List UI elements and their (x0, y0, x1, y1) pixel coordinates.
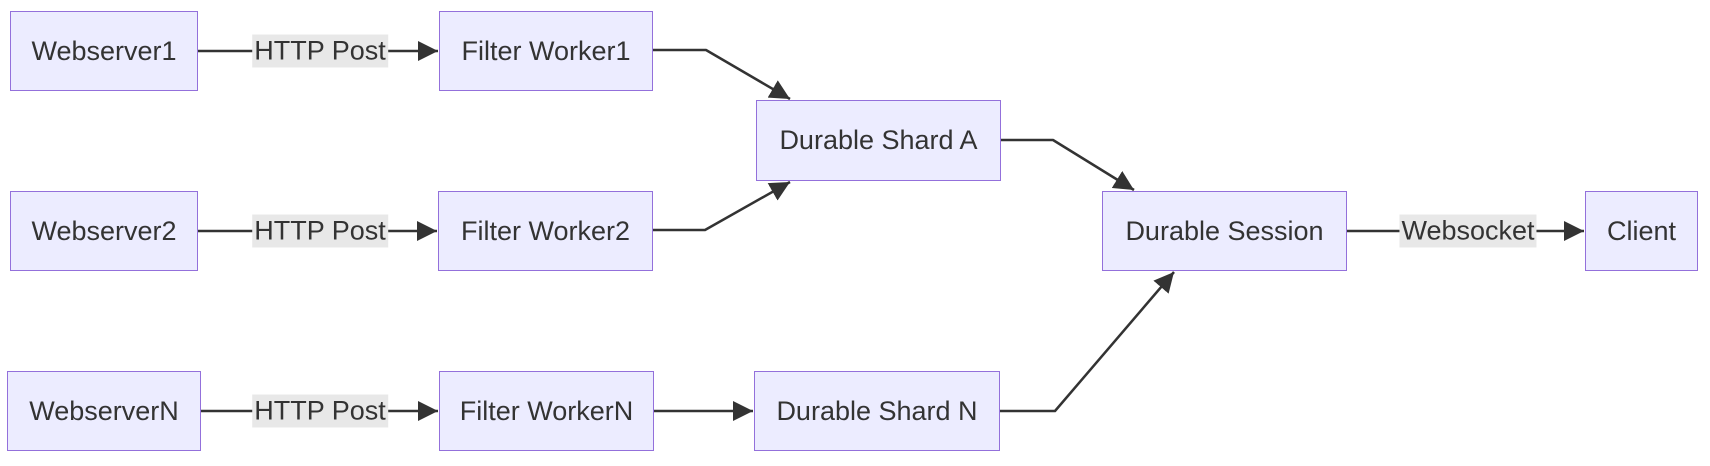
node-durable-shard-a: Durable Shard A (756, 100, 1001, 181)
edge-label-http-post-1: HTTP Post (252, 34, 388, 68)
node-filter-worker2: Filter Worker2 (438, 191, 653, 271)
edge-label-http-post-2: HTTP Post (252, 214, 388, 248)
edge-filter-worker1-durable-shard-a (653, 48, 791, 101)
node-client: Client (1585, 191, 1698, 271)
edge-durable-shard-n-durable-session (1000, 271, 1175, 413)
node-filter-worker1: Filter Worker1 (439, 11, 653, 91)
node-webserver1: Webserver1 (10, 11, 198, 91)
node-webserver2: Webserver2 (10, 191, 198, 271)
edge-label-http-post-3: HTTP Post (252, 394, 388, 428)
edge-durable-shard-a-durable-session (1001, 138, 1135, 192)
node-filter-workerN: Filter WorkerN (439, 371, 654, 451)
node-durable-shard-n: Durable Shard N (754, 371, 1000, 451)
edge-filter-worker2-durable-shard-a (653, 180, 791, 232)
edge-label-websocket: Websocket (1399, 214, 1537, 248)
node-durable-session: Durable Session (1102, 191, 1347, 271)
node-webserverN: WebserverN (7, 371, 201, 451)
